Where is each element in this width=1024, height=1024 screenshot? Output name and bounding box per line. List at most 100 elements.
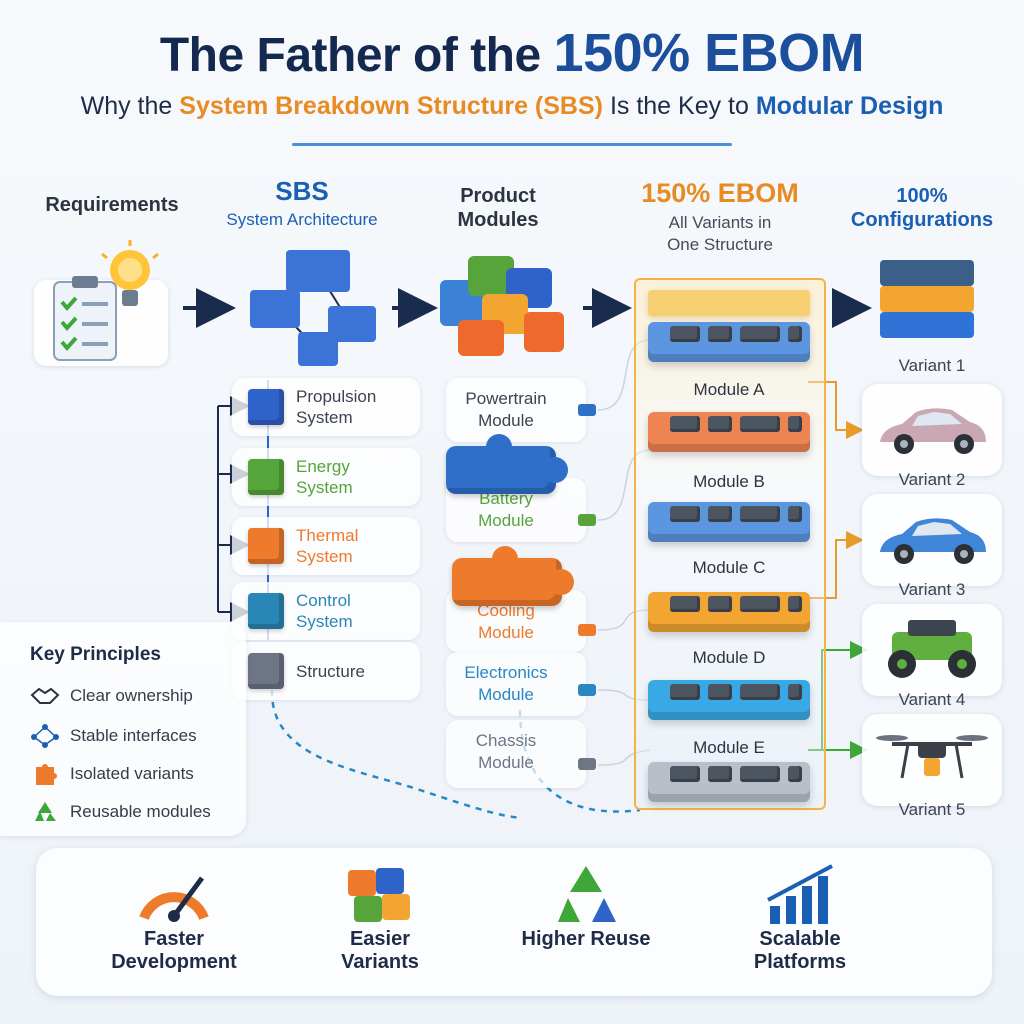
module-label-line1: Chassis [475,731,537,750]
system-cube-icon [248,653,284,689]
module-label-line2: Module [478,511,534,530]
modules-puzzle-icon [440,256,564,356]
sbs-hierarchy-icon [250,250,376,366]
system-label-line1: Propulsion [296,387,377,406]
benefits-bar [36,848,992,996]
modules-heading: Product Modules [418,184,578,232]
subtitle-pre: Why the [80,92,173,120]
offroad-vehicle-icon [888,620,976,678]
ebom-heading: 150% EBOM [641,178,799,208]
sbs-heading: SBS [275,176,329,206]
benefit-label-line2: Development [111,951,237,973]
component-chip [788,684,802,700]
module-label-line2: Module [478,411,534,430]
component-chip [740,596,780,612]
component-chip [708,596,732,612]
subtitle-end: Modular Design [755,92,944,120]
speedometer-icon [134,860,214,928]
module-card[interactable] [446,652,586,716]
component-chip [670,326,700,342]
system-cube-icon [248,528,284,564]
module-connector-icon [578,514,596,526]
ebom-lid [648,290,810,316]
subtitle-mid: Is the Key to [609,92,749,120]
principle-label: Reusable modules [70,802,211,821]
variant-label: Variant 1 [898,356,966,375]
component-chip [740,684,780,700]
system-cube-icon [248,593,284,629]
component-chip [708,416,732,432]
benefit-label-line2: Platforms [753,951,847,973]
module-connector-icon [578,684,596,696]
configs-heading-line2: Configurations [850,209,994,231]
sbs-system-item[interactable]: Structure [232,642,420,700]
system-label-line1: Thermal [296,526,359,545]
ebom-module-label: Module D [692,648,766,667]
car-icon [880,518,986,564]
component-chip [708,766,732,782]
title-highlight: 150% EBOM [553,23,865,83]
benefit-label-line1: Scalable [759,928,841,950]
module-card[interactable] [446,720,586,788]
growth-chart-icon [760,860,840,928]
ebom-module-label: Module E [693,738,765,757]
configs-heading-line1: 100% [896,185,948,207]
component-chip [670,766,700,782]
car-icon [880,408,986,454]
module-label-line2: Module [478,685,534,704]
component-chip [788,416,802,432]
recycle-icon [546,860,626,928]
modules-heading-line2: Modules [457,209,539,231]
ebom-stack [634,278,826,810]
drone-icon [876,735,988,779]
variant-label: Variant 5 [898,800,966,819]
cooling-puzzle-icon [452,546,574,606]
modules-heading-line1: Product [460,185,536,207]
benefit-label-line2: Variants [341,951,419,973]
ebom-subheading: All Variants in One Structure [620,212,820,256]
page-subtitle: Why the System Breakdown Structure (SBS)… [0,92,1024,121]
component-chip [670,596,700,612]
page-title: The Father of the 150% EBOM [0,22,1024,84]
principle-label: Clear ownership [70,686,193,705]
system-label-line1: Energy [296,457,350,476]
system-label-line2: System [296,547,353,566]
module-card[interactable] [446,378,586,442]
subtitle-sbs: System Breakdown Structure (SBS) [179,92,603,120]
benefit-label-line1: Higher Reuse [521,928,651,950]
recycle-icon [30,800,60,824]
component-chip [708,506,732,522]
title-text: The Father of the [159,29,541,82]
principle-label: Isolated variants [70,764,194,783]
system-cube-icon [248,389,284,425]
title-divider [292,143,732,146]
puzzle-icon [340,860,420,928]
component-chip [788,326,802,342]
component-chip [740,506,780,522]
component-chip [740,766,780,782]
module-label-line2: Module [478,623,534,642]
variant-label: Variant 2 [898,470,966,489]
ebom-sub-line1: All Variants in [668,213,772,232]
principle-item: Clear ownership [30,684,193,708]
benefit-label-line1: Easier [349,928,411,950]
module-label-line2: Module [478,753,534,772]
component-chip [788,766,802,782]
system-label-line1: Control [296,591,351,610]
